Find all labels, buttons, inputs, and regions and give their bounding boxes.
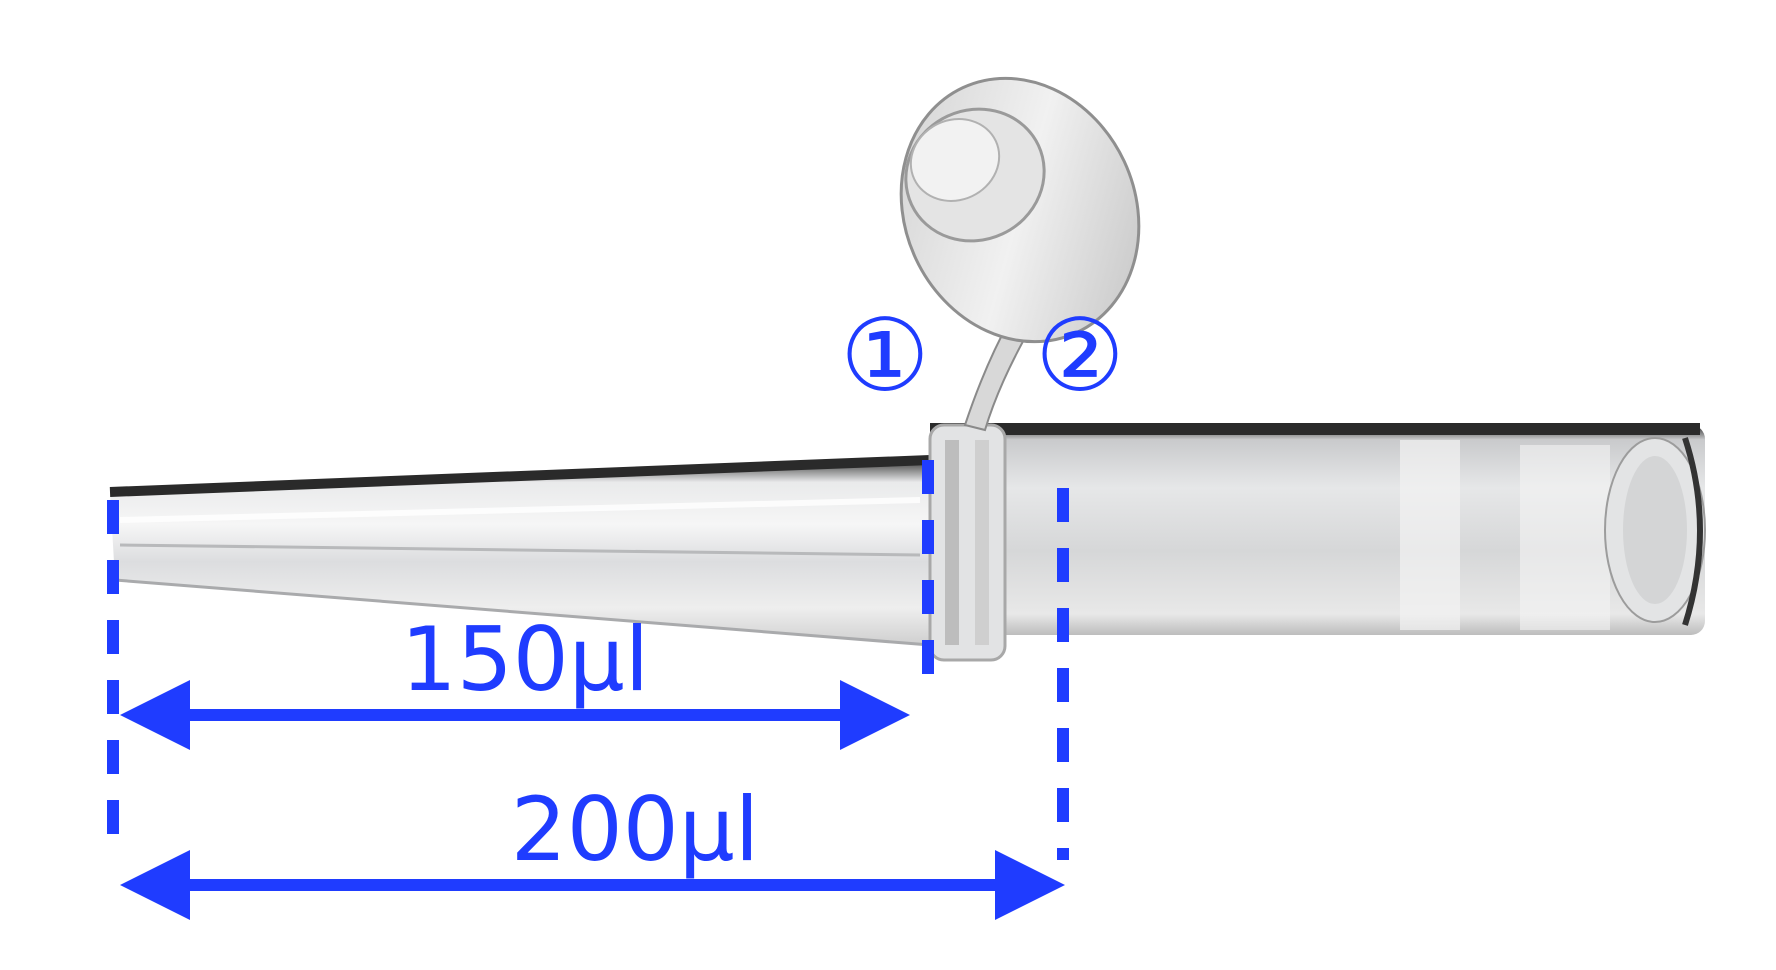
arrow-150: [120, 680, 910, 750]
volume-150-label: 150μl: [401, 608, 649, 711]
tube-body: [930, 423, 1706, 635]
volume-200-label: 200μl: [511, 778, 759, 881]
tube-rim: [928, 423, 1007, 662]
tube-cone: [109, 455, 931, 647]
dashed-guides: [107, 460, 1069, 860]
marker-2-label: ②: [1035, 297, 1125, 414]
arrow-200: [120, 850, 1065, 920]
tube-cap: [899, 76, 1141, 344]
marker-1-label: ①: [840, 297, 930, 414]
